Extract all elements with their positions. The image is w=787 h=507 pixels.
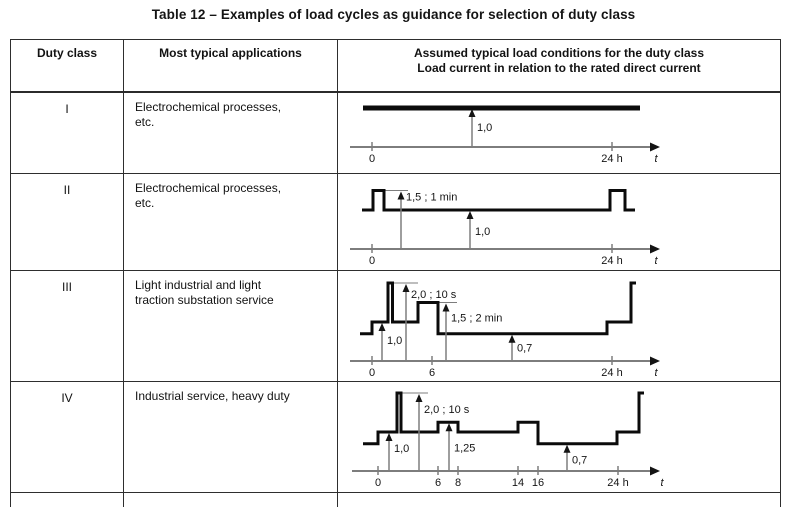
table-row: IV Industrial service, heavy duty 0 6 8 14 1… (11, 382, 780, 493)
axis-arrowhead-icon (650, 142, 660, 152)
value-arrowhead-icon (415, 394, 423, 402)
duty-class-cell: I (11, 93, 124, 173)
value-label: 1,0 (387, 335, 402, 347)
load-diagram-cell: 0 24 h t 1,5 ; 1 min 1,0 (338, 174, 780, 270)
time-variable-label: t (654, 367, 658, 379)
load-profile-line (363, 391, 644, 446)
table-title: Table 12 – Examples of load cycles as gu… (151, 7, 636, 22)
load-profile-diagram: 0 24 h t 1,0 (350, 105, 660, 165)
value-arrowhead-icon (402, 284, 410, 292)
header-duty-class: Duty class (11, 40, 124, 91)
value-arrowhead-icon (508, 334, 516, 343)
tick-label: 6 (429, 367, 435, 379)
load-profile-diagram: 0 6 8 14 16 24 h t 1,0 2,0 ; 10 s 1,25 0,7 (352, 391, 664, 489)
table-row: III Light industrial and light traction … (11, 271, 780, 382)
value-arrowhead-icon (378, 323, 386, 331)
value-label: 1,25 (454, 442, 475, 454)
value-arrowhead-icon (397, 191, 405, 200)
table-row-partial (11, 493, 780, 507)
load-diagram-cell: 0 6 24 h t 1,0 2,0 ; 10 s 1,5 ; 2 min 0,7 (338, 271, 780, 381)
value-arrowhead-icon (445, 423, 453, 432)
duty-class-table: Duty class Most typical applications Ass… (10, 39, 781, 507)
table-row: II Electrochemical processes, etc. 0 24 h… (11, 174, 780, 271)
time-variable-label: t (660, 477, 664, 489)
load-diagram-cell: 0 24 h t 1,0 (338, 93, 780, 173)
applications-cell: Electrochemical processes, etc. (124, 93, 338, 173)
value-label: 0,7 (517, 343, 532, 355)
load-diagram-cell: 0 6 8 14 16 24 h t 1,0 2,0 ; 10 s 1,25 0,7 (338, 382, 780, 492)
tick-label: 0 (369, 255, 375, 267)
duty-class-cell: III (11, 271, 124, 381)
load-profile-line (362, 189, 635, 212)
value-arrowhead-icon (442, 303, 450, 312)
value-label: 2,0 ; 10 s (411, 289, 457, 301)
axis-arrowhead-icon (650, 244, 660, 254)
value-arrowhead-icon (466, 211, 474, 219)
applications-cell: Light industrial and light traction subs… (124, 271, 338, 381)
value-label: 1,5 ; 2 min (451, 313, 502, 325)
value-label: 1,0 (394, 443, 409, 455)
value-label: 0,7 (572, 455, 587, 467)
value-arrowhead-icon (385, 433, 393, 441)
tick-label: 14 (512, 477, 524, 489)
partial-applications-cell (124, 493, 338, 507)
time-variable-label: t (654, 153, 658, 165)
tick-label: 0 (375, 477, 381, 489)
table-row: I Electrochemical processes, etc. 0 24 h t… (11, 93, 780, 174)
value-label: 1,5 ; 1 min (406, 192, 457, 204)
applications-cell: Electrochemical processes, etc. (124, 174, 338, 270)
duty-class-cell: IV (11, 382, 124, 492)
tick-label: 24 h (601, 255, 622, 267)
header-applications: Most typical applications (124, 40, 338, 91)
tick-label: 16 (532, 477, 544, 489)
applications-cell: Industrial service, heavy duty (124, 382, 338, 492)
tick-label: 6 (435, 477, 441, 489)
load-profile-line (360, 281, 636, 336)
time-variable-label: t (654, 255, 658, 267)
tick-label: 0 (369, 367, 375, 379)
axis-arrowhead-icon (650, 356, 660, 366)
partial-diagram-cell (338, 493, 780, 507)
partial-duty-class-cell (11, 493, 124, 507)
tick-label: 24 h (601, 367, 622, 379)
value-arrowhead-icon (468, 109, 476, 117)
tick-label: 8 (455, 477, 461, 489)
duty-class-cell: II (11, 174, 124, 270)
tick-label: 24 h (601, 153, 622, 165)
axis-arrowhead-icon (650, 466, 660, 476)
table-header-row: Duty class Most typical applications Ass… (11, 40, 780, 93)
value-arrowhead-icon (563, 444, 571, 453)
tick-label: 0 (369, 153, 375, 165)
tick-label: 24 h (607, 477, 628, 489)
value-label: 1,0 (477, 122, 492, 134)
load-profile-diagram: 0 6 24 h t 1,0 2,0 ; 10 s 1,5 ; 2 min 0,7 (350, 281, 660, 379)
value-label: 2,0 ; 10 s (424, 404, 470, 416)
header-load-conditions: Assumed typical load conditions for the … (413, 46, 705, 75)
value-label: 1,0 (475, 226, 490, 238)
load-profile-diagram: 0 24 h t 1,5 ; 1 min 1,0 (350, 189, 660, 267)
